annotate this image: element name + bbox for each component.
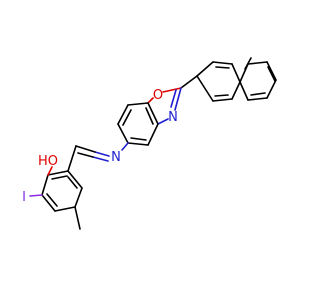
benzoxazole-core (117, 75, 198, 146)
hydroxyl-label: HO (38, 154, 58, 169)
imine-nitrogen-label: N (111, 150, 121, 165)
molecule-structure-diagram: O N N HO I (22, 57, 277, 230)
phenol-ring (29, 145, 83, 230)
oxazole-nitrogen-label: N (168, 110, 178, 125)
iodine-label: I (22, 190, 26, 205)
naphthalene-ring (196, 57, 277, 102)
imine-linker (75, 142, 129, 162)
atom-labels: O N N HO I (22, 88, 178, 205)
oxazole-oxygen-label: O (153, 88, 163, 103)
